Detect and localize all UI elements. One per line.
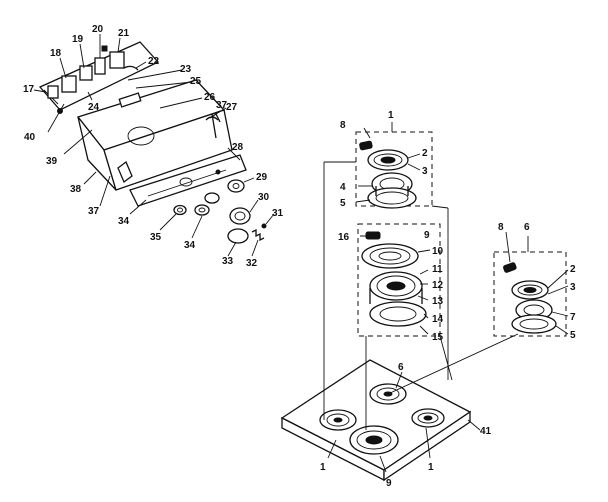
trim-ring-14: [369, 301, 427, 327]
knob-34: [194, 192, 220, 216]
callout-sa1-5: 5: [340, 198, 346, 209]
switch-21: [109, 51, 125, 69]
callout-33: 33: [222, 256, 234, 267]
trim-ring-5: [367, 187, 417, 209]
callout-27: 27: [226, 102, 238, 113]
callout-cooktop-1-left: 1: [320, 462, 326, 473]
callout-labels: 17 18 19 20 21 22 23 24 25 26 27 28 29 3…: [23, 24, 576, 489]
knob-35: [173, 204, 187, 216]
callout-sa9-14: 14: [432, 314, 444, 325]
callout-24: 24: [88, 102, 100, 113]
lens-33: [227, 228, 249, 244]
control-panel-assembly: [38, 41, 267, 244]
callout-sa1-4: 4: [340, 182, 346, 193]
leader-lines: [33, 34, 569, 473]
housing-hole: [127, 126, 155, 146]
trim-ring-6-5: [511, 314, 557, 334]
callout-sa9-13: 13: [432, 296, 444, 307]
subassembly-9: [357, 223, 441, 337]
trim-strip: [129, 154, 247, 207]
callout-sa9-16: 16: [338, 232, 350, 243]
clip-16: [365, 231, 381, 240]
callout-34-lower: 34: [184, 240, 196, 251]
callout-29: 29: [256, 172, 268, 183]
callout-subassembly-6: 6: [524, 222, 530, 233]
callout-subassembly-9: 9: [424, 230, 430, 241]
callout-23: 23: [180, 64, 192, 75]
callout-sa9-15: 15: [432, 332, 444, 343]
callout-22: 22: [148, 56, 160, 67]
callout-39: 39: [46, 156, 58, 167]
burner-element-6-2: [511, 280, 549, 300]
switch-18: [61, 75, 77, 93]
spring-31-32: [251, 223, 267, 242]
callout-sa9-10: 10: [432, 246, 444, 257]
callout-20: 20: [92, 24, 104, 35]
callout-18: 18: [50, 48, 62, 59]
subassembly-6: [493, 236, 567, 337]
cooktop-burner-left: [319, 409, 357, 431]
switch-20: [94, 57, 106, 75]
cooktop: [280, 359, 472, 482]
callout-cooktop-41: 41: [480, 426, 492, 437]
clock-30: [229, 207, 251, 225]
callout-25: 25: [190, 76, 202, 87]
clip-8b: [503, 262, 517, 273]
callout-37-lower: 37: [88, 206, 100, 217]
callout-37-upper: 37: [216, 100, 228, 111]
callout-28: 28: [232, 142, 244, 153]
callout-21: 21: [118, 28, 130, 39]
knob-29: [227, 179, 245, 193]
callout-40: 40: [24, 132, 36, 143]
callout-cooktop-9: 9: [386, 478, 392, 489]
callout-cooktop-1-right: 1: [428, 462, 434, 473]
callout-30: 30: [258, 192, 270, 203]
callout-cooktop-6: 6: [398, 362, 404, 373]
callout-38: 38: [70, 184, 82, 195]
callout-sa6-3: 3: [570, 282, 576, 293]
callout-subassembly-1: 1: [388, 110, 394, 121]
callout-26: 26: [204, 92, 216, 103]
switch-19: [79, 65, 93, 81]
callout-sa6-8: 8: [498, 222, 504, 233]
subassembly-1: [355, 122, 433, 209]
callout-sa6-7: 7: [570, 312, 576, 323]
callout-sa9-12: 12: [432, 280, 444, 291]
burner-element-10: [361, 243, 419, 269]
callout-19: 19: [72, 34, 84, 45]
callout-31: 31: [272, 208, 284, 219]
callout-sa6-5: 5: [570, 330, 576, 341]
callout-sa1-3: 3: [422, 166, 428, 177]
cooktop-burner-right: [411, 408, 445, 428]
callout-sa6-2: 2: [570, 264, 576, 275]
cooktop-burner-large: [349, 425, 399, 455]
callout-sa9-11: 11: [432, 264, 443, 275]
callout-34-upper: 34: [118, 216, 130, 227]
callout-17: 17: [23, 84, 35, 95]
callout-sa1-8: 8: [340, 120, 346, 131]
back-panel: [38, 41, 160, 111]
callout-sa1-2: 2: [422, 148, 428, 159]
drip-pan-12: [369, 271, 423, 301]
callout-35: 35: [150, 232, 162, 243]
switch-17: [47, 85, 59, 99]
callout-32: 32: [246, 258, 258, 269]
control-housing-front: [103, 109, 233, 191]
clip-8a: [359, 140, 373, 151]
burner-element-2: [367, 149, 409, 171]
